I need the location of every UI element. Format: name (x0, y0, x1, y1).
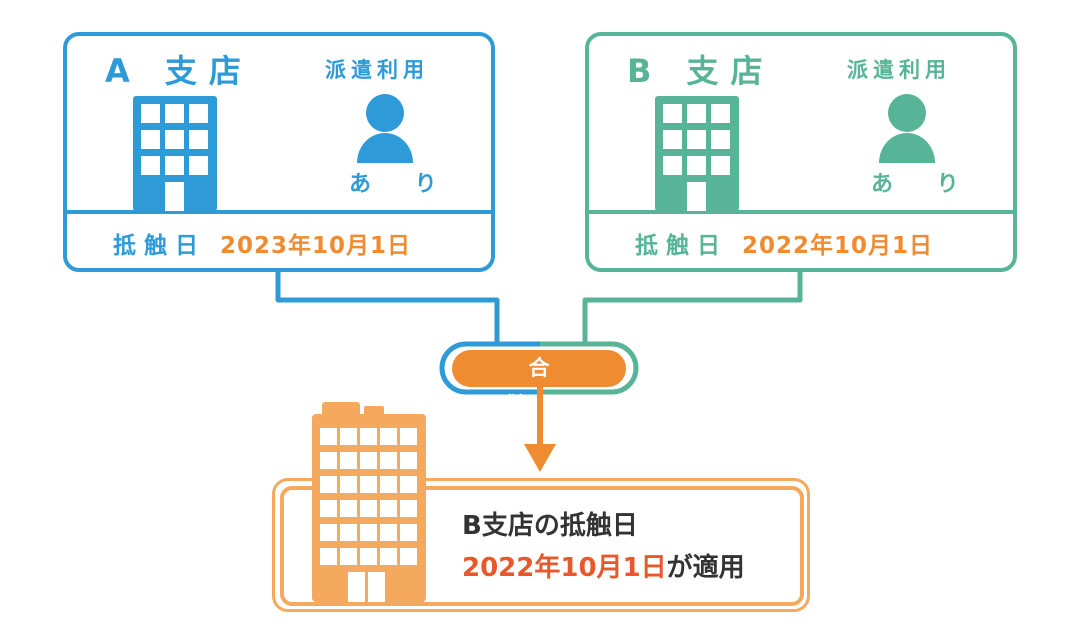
conflict-date-label: 抵触日 (635, 233, 728, 259)
conflict-date-label: 抵触日 (113, 233, 206, 259)
building-icon (655, 96, 739, 211)
conflict-date: 2022年10月1日 (742, 233, 934, 259)
arrow-down-icon (524, 444, 556, 472)
result-box-outer (272, 478, 810, 612)
merge-badge: 合併 (452, 350, 626, 417)
branch-title: B 支店 (627, 52, 775, 90)
applied-date: 2022年10月1日 (462, 553, 667, 583)
dispatch-usage-label: 派遣利用 (325, 58, 429, 82)
dispatch-usage-label: 派遣利用 (847, 58, 951, 82)
conflict-date-row: 抵触日 2023年10月1日 (113, 226, 411, 260)
merged-building-icon (312, 402, 426, 602)
result-line1: B支店の抵触日 (462, 511, 638, 541)
branch-title: A 支店 (105, 52, 253, 90)
conflict-date-row: 抵触日 2022年10月1日 (635, 226, 933, 260)
dispatch-usage-value: あ り (349, 172, 455, 197)
conflict-date: 2023年10月1日 (220, 233, 412, 259)
building-icon (133, 96, 217, 211)
result-text: B支店の抵触日 2022年10月1日が適用 (462, 505, 745, 589)
branch-a-card: A 支店 派遣利用 あ り 抵触日 2023年10月1日 (63, 32, 495, 272)
card-divider (589, 210, 1013, 214)
branch-b-card: B 支店 派遣利用 あ り 抵触日 2022年10月1日 (585, 32, 1017, 272)
result-suffix: が適用 (666, 553, 745, 583)
person-icon (879, 94, 935, 163)
result-line2: 2022年10月1日が適用 (462, 547, 745, 589)
person-icon (357, 94, 413, 163)
dispatch-usage-value: あ り (871, 172, 977, 197)
card-divider (67, 210, 491, 214)
